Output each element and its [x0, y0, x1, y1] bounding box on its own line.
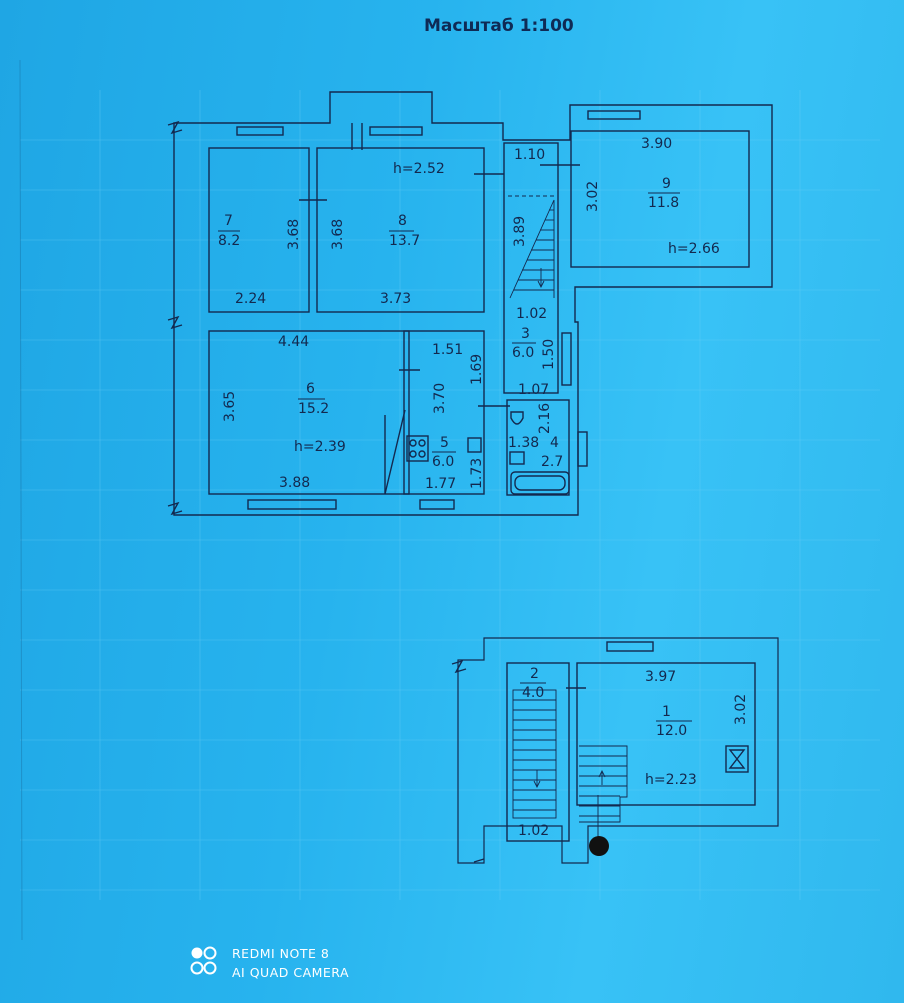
window	[561, 332, 572, 386]
room-7-width-dim: 2.24	[235, 291, 266, 307]
room-6-area: 15.2	[298, 401, 329, 417]
room-6-outline	[208, 330, 410, 495]
room-5-side-dim: 3.70	[432, 383, 448, 414]
window	[587, 110, 641, 120]
room-6-bottom-dim: 3.88	[279, 475, 310, 491]
lower-floor	[451, 637, 779, 864]
grid-lines	[20, 90, 880, 900]
camera-logo-icon	[190, 946, 217, 975]
corridor-width-dim: 1.10	[514, 147, 545, 163]
room-8-width-dim: 3.73	[380, 291, 411, 307]
room-6-top-dim: 4.44	[278, 334, 309, 350]
room-2-outline	[506, 662, 570, 842]
room-4-outline	[506, 399, 570, 496]
room-5-side-dim-3: 1.73	[469, 458, 485, 489]
room-5-bottom-dim: 1.77	[425, 476, 456, 492]
marker-dot-icon	[589, 836, 609, 856]
window	[369, 126, 423, 136]
bathtub-icon	[510, 471, 570, 495]
upper-floor	[167, 91, 773, 516]
window	[419, 499, 455, 510]
room-7-height-dim: 3.68	[286, 219, 302, 250]
room-3-area: 6.0	[512, 345, 534, 361]
scale-title: Масштаб 1:100	[424, 16, 574, 36]
upper-outer-wall	[173, 91, 773, 516]
washbasin-icon	[509, 451, 525, 465]
room-6-ceiling-height: h=2.39	[294, 439, 346, 455]
boiler-icon	[725, 745, 749, 773]
lower-outer-wall	[457, 637, 779, 864]
room-3-number: 3	[521, 326, 530, 342]
stair-length-dim: 3.89	[512, 216, 528, 247]
room-9-number: 9	[662, 176, 671, 192]
room-8-outline	[316, 147, 485, 313]
room-7-number: 7	[224, 213, 233, 229]
window	[247, 499, 337, 510]
stove-icon	[406, 435, 429, 462]
room-5-top-dim: 1.51	[432, 342, 463, 358]
room-5-number: 5	[440, 435, 449, 451]
room-6-number: 6	[306, 381, 315, 397]
room-3-top-dim: 1.02	[516, 306, 547, 322]
room-1-number: 1	[662, 704, 671, 720]
watermark-camera: AI QUAD CAMERA	[232, 965, 350, 980]
room-4-side-dim: 2.16	[537, 403, 553, 434]
window	[606, 641, 654, 652]
window	[577, 431, 588, 467]
room-1-ceiling-height: h=2.23	[645, 772, 697, 788]
room-5-side-dim-2: 1.69	[469, 354, 485, 385]
room-3-outline	[503, 142, 559, 394]
room-8-height-dim: 3.68	[330, 219, 346, 250]
room-4-small-dim: 1.38	[508, 435, 539, 451]
room-9-ceiling-height: h=2.66	[668, 241, 720, 257]
room-3-side-dim: 1.50	[541, 339, 557, 370]
room-8-number: 8	[398, 213, 407, 229]
lower-stairs-left	[512, 689, 557, 819]
room-9-depth-dim: 3.02	[585, 181, 601, 212]
toilet-icon	[510, 411, 524, 425]
room-9-area: 11.8	[648, 195, 679, 211]
room-1-depth-dim: 3.02	[733, 694, 749, 725]
upper-stairs	[508, 195, 556, 299]
room-4-area: 2.7	[541, 454, 563, 470]
room-5-area: 6.0	[432, 454, 454, 470]
room-9-width-dim: 3.90	[641, 136, 672, 152]
room-6-side-dim: 3.65	[222, 391, 238, 422]
room-9-outline	[570, 130, 750, 268]
room-1-outline	[576, 662, 756, 806]
watermark-device: REDMI NOTE 8	[232, 946, 330, 961]
sink-icon	[467, 437, 482, 453]
room-1-width-dim: 3.97	[645, 669, 676, 685]
room-7-outline	[208, 147, 310, 313]
room-7-area: 8.2	[218, 233, 240, 249]
room-8-area: 13.7	[389, 233, 420, 249]
window	[236, 126, 284, 136]
room-4-number: 4	[550, 435, 559, 451]
room-2-bottom-dim: 1.02	[518, 823, 549, 839]
room-2-area: 4.0	[522, 685, 544, 701]
lower-stairs-right	[579, 745, 628, 840]
room-8-ceiling-height: h=2.52	[393, 161, 445, 177]
room-4-top-dim: 1.07	[518, 382, 549, 398]
room-2-number: 2	[530, 666, 539, 682]
room-1-area: 12.0	[656, 723, 687, 739]
